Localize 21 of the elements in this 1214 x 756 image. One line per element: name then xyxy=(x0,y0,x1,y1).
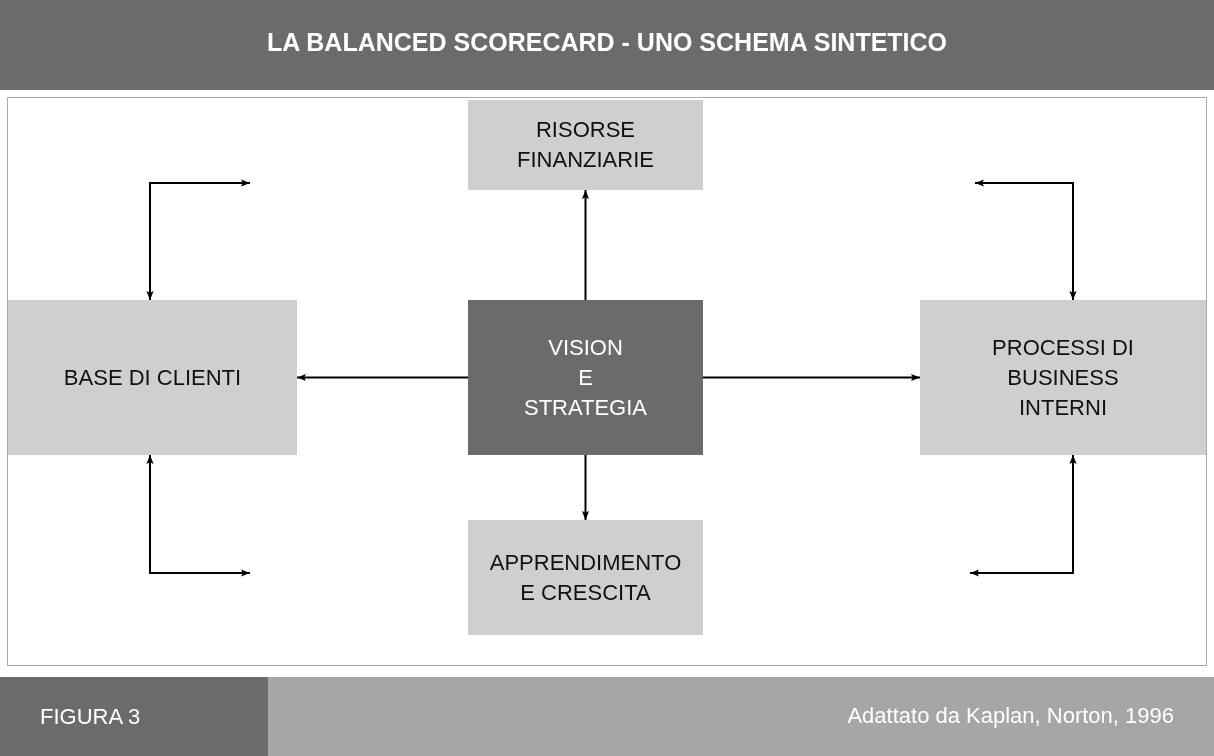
arrow xyxy=(969,454,1077,577)
figure-label: FIGURA 3 xyxy=(0,677,268,756)
title: LA BALANCED SCORECARD - UNO SCHEMA SINTETICO xyxy=(265,28,949,57)
source-note: Adattato da Kaplan, Norton, 1996 xyxy=(847,703,1174,729)
arrow xyxy=(702,373,921,382)
perspective-box xyxy=(468,520,703,635)
arrow xyxy=(581,189,590,301)
box-label: APPRENDIMENTO E CRESCITA xyxy=(488,548,683,607)
box-label: RISORSE FINANZIARIE xyxy=(516,116,655,174)
arrow xyxy=(974,179,1077,301)
perspective-box xyxy=(8,300,297,455)
perspective-box xyxy=(468,100,703,190)
box-label: BASE DI CLIENTI xyxy=(63,363,242,392)
box-label: VISION E STRATEGIA xyxy=(523,333,648,422)
arrow xyxy=(146,454,251,577)
core-box xyxy=(468,300,703,455)
perspective-box xyxy=(920,300,1206,455)
arrow xyxy=(296,373,469,382)
arrow xyxy=(581,454,590,521)
box-label: PROCESSI DI BUSINESS INTERNI xyxy=(991,333,1135,422)
arrow xyxy=(146,179,251,301)
